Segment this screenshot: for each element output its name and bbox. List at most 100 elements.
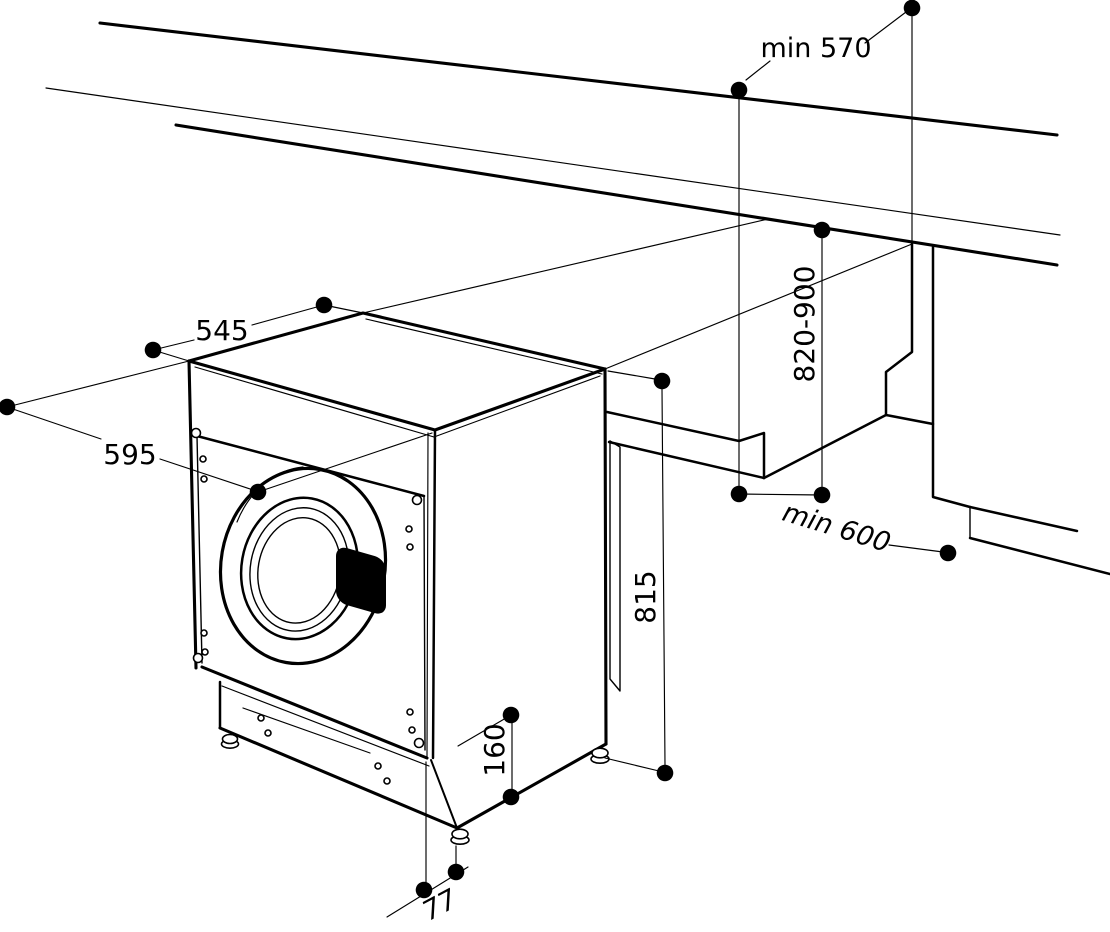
right-cabinet-panel bbox=[884, 241, 1110, 576]
cabinet-plinth-top-edge bbox=[968, 505, 1079, 533]
dim-dot bbox=[415, 881, 433, 899]
skirting-top-edge bbox=[605, 410, 766, 480]
top-face-inner-right bbox=[433, 375, 601, 438]
dim-front-width-ext bbox=[257, 432, 433, 493]
dim-dot bbox=[0, 398, 16, 416]
label-niche-depth: min 600 bbox=[779, 497, 894, 559]
side-recess-channel bbox=[609, 440, 621, 692]
door-handle-group bbox=[336, 547, 386, 614]
screw-hole bbox=[201, 648, 209, 656]
dim-dot bbox=[939, 544, 957, 562]
mounting-holes bbox=[190, 427, 425, 749]
label-front-width: 595 bbox=[103, 438, 156, 471]
machine-side-face bbox=[455, 367, 621, 830]
dim-dot bbox=[903, 0, 921, 17]
washing-machine bbox=[187, 311, 621, 845]
apex-extension-line bbox=[362, 218, 769, 314]
front-right-edge bbox=[431, 428, 437, 760]
plinth bbox=[218, 680, 459, 830]
machine-top-face bbox=[187, 311, 607, 438]
door-handle-icon bbox=[336, 547, 386, 614]
machine-front-face bbox=[187, 359, 437, 760]
worktop-top-edge bbox=[98, 21, 1059, 137]
plinth-top-line bbox=[221, 685, 430, 767]
dim-top-clearance-leader-left bbox=[745, 60, 771, 81]
plinth-slot-line bbox=[242, 707, 371, 754]
dim-dot bbox=[144, 341, 162, 359]
dim-dot bbox=[730, 485, 748, 503]
front-bottom-edge bbox=[200, 665, 429, 760]
plinth-hole bbox=[257, 714, 265, 722]
cabinet-plinth-bottom-edge bbox=[968, 536, 1110, 576]
front-left-edge bbox=[187, 359, 198, 670]
door bbox=[218, 466, 388, 666]
door-rim-highlight-arc bbox=[236, 466, 304, 523]
dim-top-clearance-leader-right bbox=[864, 11, 907, 44]
dim-niche-depth-leader bbox=[888, 544, 944, 553]
screw-hole bbox=[408, 726, 416, 734]
dim-front-width-line-a bbox=[6, 406, 102, 440]
screw-hole bbox=[200, 629, 208, 637]
dim-dot bbox=[656, 764, 674, 782]
dim-body-height-line bbox=[661, 388, 666, 766]
plinth-hole bbox=[383, 777, 391, 785]
dim-top-depth-line-b bbox=[251, 304, 325, 326]
side-back-edge bbox=[603, 367, 608, 746]
construction-lines bbox=[6, 15, 913, 490]
label-body-height: 815 bbox=[629, 570, 662, 623]
feet bbox=[220, 733, 610, 845]
side-bottom-edge bbox=[455, 742, 608, 830]
dim-dot bbox=[813, 221, 831, 239]
plinth-hole bbox=[264, 729, 272, 737]
dim-dot bbox=[653, 372, 671, 390]
foot-icon bbox=[451, 828, 469, 840]
skirting-bottom-edge bbox=[607, 440, 766, 480]
floor-cabinet-junction bbox=[762, 413, 888, 480]
screw-hole bbox=[411, 494, 423, 506]
cabinet-inner-edge-stepped bbox=[884, 241, 935, 426]
dim-dot bbox=[447, 863, 465, 881]
dim-dot bbox=[502, 706, 520, 724]
dim-plinth-height-leader bbox=[457, 717, 507, 747]
dim-dot bbox=[502, 788, 520, 806]
front-right-inner-edge bbox=[426, 432, 429, 758]
screw-hole bbox=[200, 475, 208, 483]
label-niche-height: 820-900 bbox=[788, 266, 821, 383]
dim-dot bbox=[315, 296, 333, 314]
top-face-inner-front bbox=[194, 366, 435, 438]
screw-hole bbox=[199, 455, 207, 463]
foot-icon bbox=[591, 747, 609, 759]
plinth-bottom-edge bbox=[218, 726, 459, 830]
dim-dot bbox=[730, 81, 748, 99]
mount-panel-top-edge bbox=[195, 434, 426, 498]
plinth-right-join bbox=[430, 759, 458, 829]
worktop-bottom-edge bbox=[174, 123, 1059, 267]
cabinet-front-edge bbox=[931, 245, 972, 509]
screw-hole bbox=[406, 708, 414, 716]
worktop bbox=[45, 21, 1061, 267]
dim-body-height-leader-top bbox=[607, 370, 656, 380]
dimension-dots bbox=[0, 0, 957, 899]
dim-niche-depth-line bbox=[738, 493, 823, 496]
dim-dot bbox=[813, 486, 831, 504]
niche-floor-skirting bbox=[605, 410, 888, 480]
niche-back-corner-line bbox=[604, 243, 913, 370]
label-top-depth: 545 bbox=[195, 314, 248, 347]
dim-dot bbox=[249, 483, 267, 501]
screw-hole bbox=[190, 427, 202, 439]
label-plinth-height: 160 bbox=[478, 723, 511, 776]
worktop-front-top-edge bbox=[45, 87, 1061, 236]
dim-front-width-line-b bbox=[159, 458, 257, 492]
screw-hole bbox=[406, 543, 414, 551]
foot-icon bbox=[221, 733, 239, 745]
screw-hole bbox=[405, 525, 413, 533]
label-top-clearance: min 570 bbox=[760, 33, 871, 64]
top-face-inner-back bbox=[365, 318, 603, 375]
screw-hole bbox=[192, 652, 204, 664]
top-face-front-edges bbox=[187, 359, 607, 432]
left-corner-extension bbox=[6, 360, 190, 408]
mount-panel-right-edge bbox=[423, 495, 426, 751]
mount-panel-left-edge bbox=[196, 435, 203, 664]
